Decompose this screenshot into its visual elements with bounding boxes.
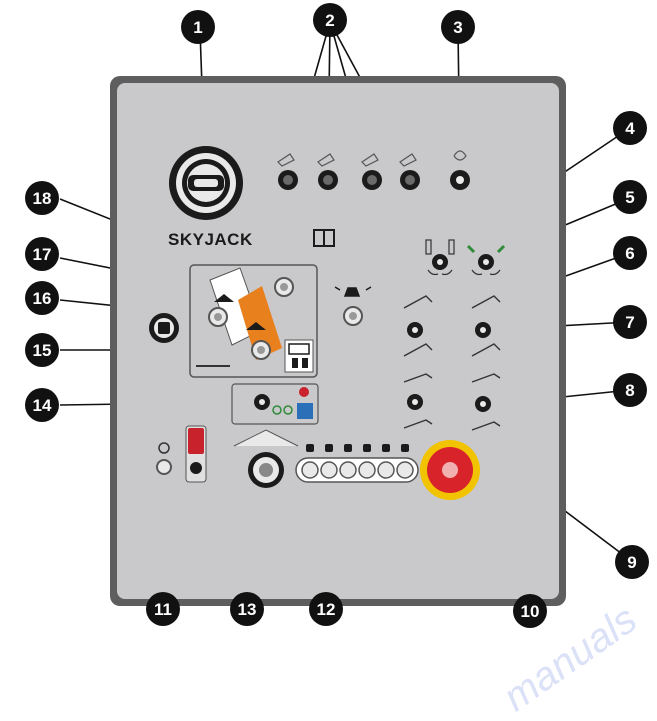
- callout-10: 10: [513, 594, 547, 628]
- indicator-light: [339, 461, 357, 479]
- emergency-stop[interactable]: [420, 440, 480, 500]
- callout-6: 6: [613, 236, 647, 270]
- indicator-light: [358, 461, 376, 479]
- small-button-left[interactable]: [156, 442, 172, 475]
- manual-book-icon: [313, 229, 335, 247]
- callouts: 1 2 3 4 5 6 7 8 9 10 11 13 12 14 15 16 1…: [25, 3, 649, 628]
- mode-switch[interactable]: [231, 383, 319, 425]
- circuit-breaker[interactable]: [149, 313, 179, 343]
- callout-5: 5: [613, 180, 647, 214]
- callout-3: 3: [441, 10, 475, 44]
- warning-dot-icon: [299, 387, 309, 397]
- svg-text:6: 6: [625, 244, 634, 263]
- svg-text:12: 12: [317, 600, 336, 619]
- key-switch[interactable]: [169, 146, 243, 220]
- blue-mode-icon: [297, 403, 313, 419]
- callout-8: 8: [613, 373, 647, 407]
- callout-9: 9: [615, 545, 649, 579]
- brand-logo: SKYJACK: [168, 230, 253, 249]
- alarm-icon: [334, 286, 372, 297]
- switches-row: [277, 153, 420, 190]
- svg-text:4: 4: [625, 119, 635, 138]
- callout-15: 15: [25, 333, 59, 367]
- warning-icon: [214, 294, 234, 302]
- callout-13: 13: [230, 592, 264, 626]
- engine-icon: [158, 442, 170, 454]
- svg-text:1: 1: [193, 18, 202, 37]
- callout-7: 7: [613, 305, 647, 339]
- lift-switch-a[interactable]: [403, 295, 433, 357]
- horn-icon: [453, 150, 467, 161]
- alarm-button[interactable]: [334, 286, 372, 326]
- manual-icon: [288, 343, 310, 355]
- level-button-a[interactable]: [208, 307, 228, 327]
- selector-knob[interactable]: [233, 429, 299, 488]
- svg-text:2: 2: [325, 11, 334, 30]
- callout-12: 12: [309, 592, 343, 626]
- red-toggle[interactable]: [185, 425, 207, 483]
- svg-text:5: 5: [625, 188, 634, 207]
- callout-2: 2: [313, 3, 347, 37]
- indicator-icons: [306, 444, 409, 452]
- drive-switch-b[interactable]: [471, 373, 501, 431]
- steer-switch-b[interactable]: [466, 244, 506, 276]
- indicator-light: [377, 461, 395, 479]
- drive-switch-a[interactable]: [403, 373, 433, 429]
- svg-text:18: 18: [33, 189, 52, 208]
- switch-3[interactable]: [362, 170, 382, 190]
- lift-switch-b[interactable]: [471, 295, 501, 357]
- svg-text:3: 3: [453, 18, 462, 37]
- svg-text:16: 16: [33, 289, 52, 308]
- svg-text:15: 15: [33, 341, 52, 360]
- svg-text:13: 13: [238, 600, 257, 619]
- warning-icon: [246, 322, 266, 330]
- svg-text:7: 7: [625, 313, 634, 332]
- control-panel-diagram: SKYJACK: [25, 3, 649, 628]
- switch-4[interactable]: [400, 170, 420, 190]
- callout-17: 17: [25, 237, 59, 271]
- indicator-light: [320, 461, 338, 479]
- callout-1: 1: [181, 10, 215, 44]
- steer-switch-a[interactable]: [425, 239, 455, 276]
- callout-4: 4: [613, 111, 647, 145]
- callout-16: 16: [25, 281, 59, 315]
- callout-18: 18: [25, 181, 59, 215]
- svg-text:8: 8: [625, 381, 634, 400]
- svg-text:11: 11: [154, 600, 172, 619]
- switch-2[interactable]: [318, 170, 338, 190]
- tilt-button[interactable]: [251, 340, 271, 360]
- level-button-b[interactable]: [274, 277, 294, 297]
- svg-text:9: 9: [627, 553, 636, 572]
- svg-text:17: 17: [33, 245, 52, 264]
- callout-11: 11: [146, 592, 180, 626]
- single-switch[interactable]: [450, 150, 470, 190]
- indicator-light: [301, 461, 319, 479]
- svg-text:14: 14: [33, 396, 52, 415]
- indicator-light: [396, 461, 414, 479]
- switch-row-icons: [277, 153, 417, 167]
- switch-1[interactable]: [278, 170, 298, 190]
- main-selector: [295, 444, 419, 483]
- callout-14: 14: [25, 388, 59, 422]
- svg-text:10: 10: [521, 602, 540, 621]
